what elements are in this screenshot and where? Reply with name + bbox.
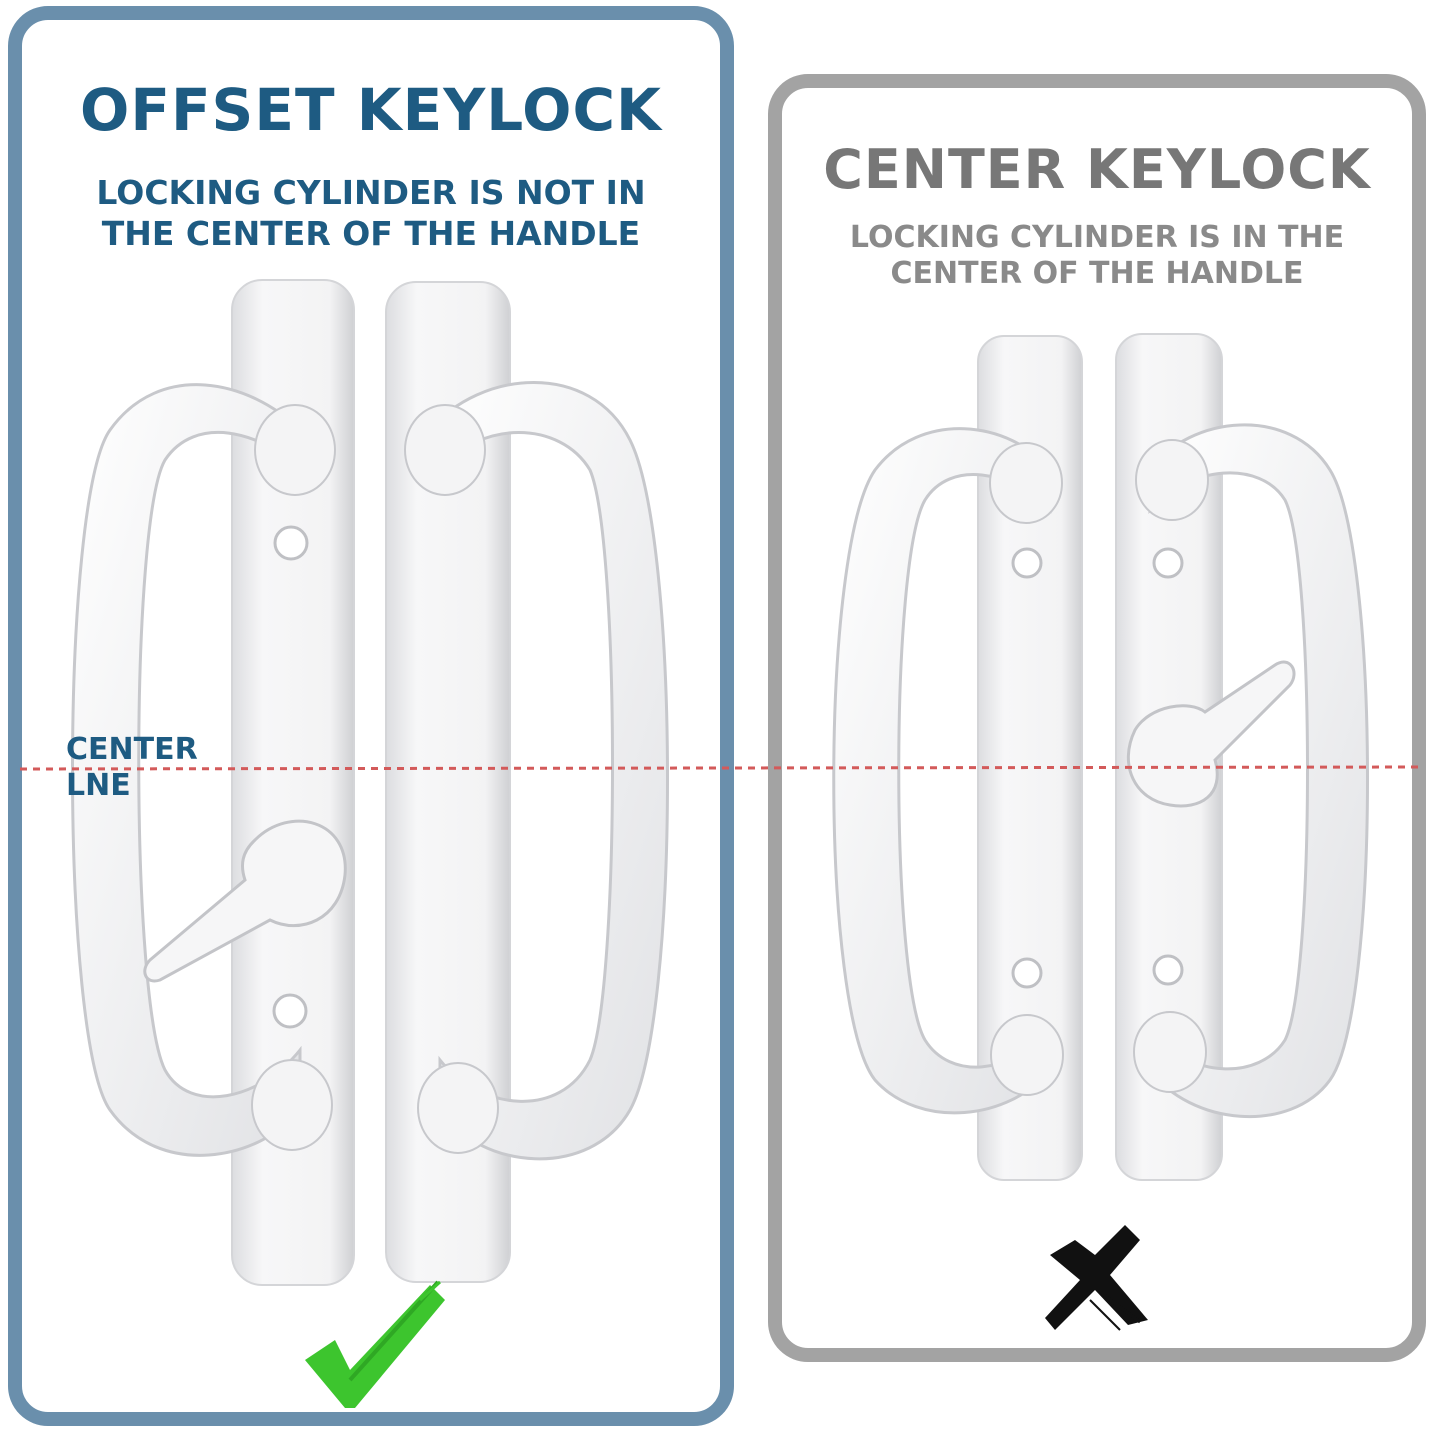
center-screw-hole-bottom-left bbox=[1011, 957, 1043, 989]
center-screw-hole-top-right bbox=[1152, 547, 1184, 579]
offset-screw-hole-bottom bbox=[272, 993, 308, 1029]
offset-handle-set bbox=[71, 279, 669, 1286]
offset-keylock-subtitle: LOCKING CYLINDER IS NOT IN THE CENTER OF… bbox=[96, 173, 646, 253]
center-keylock-title: CENTER KEYLOCK bbox=[823, 138, 1371, 201]
center-left-grip-top-cap bbox=[989, 442, 1063, 524]
center-line-label-line2: LNE bbox=[66, 768, 131, 803]
offset-right-grip-top-cap bbox=[404, 404, 486, 496]
offset-latch-lever bbox=[143, 819, 347, 983]
green-checkmark-icon bbox=[305, 1280, 445, 1408]
offset-screw-hole-top bbox=[273, 525, 309, 561]
center-handle-set bbox=[832, 333, 1369, 1181]
offset-right-grip-bottom-cap bbox=[417, 1062, 499, 1154]
offset-left-grip-top-cap bbox=[254, 404, 336, 496]
offset-right-plate bbox=[385, 281, 511, 1283]
center-line-label: CENTER LNE bbox=[66, 732, 236, 804]
center-keylock-subtitle: LOCKING CYLINDER IS IN THE CENTER OF THE… bbox=[849, 220, 1345, 291]
center-line-label-line1: CENTER bbox=[66, 732, 198, 767]
center-left-grip-bottom-cap bbox=[990, 1014, 1064, 1096]
offset-keylock-title: OFFSET KEYLOCK bbox=[80, 76, 662, 144]
offset-left-grip-bottom-cap bbox=[251, 1059, 333, 1151]
black-x-icon bbox=[1045, 1225, 1148, 1331]
center-left-plate bbox=[977, 335, 1083, 1181]
center-screw-hole-bottom-right bbox=[1152, 954, 1184, 986]
offset-left-plate bbox=[231, 279, 355, 1286]
center-latch-lever bbox=[1126, 660, 1296, 808]
center-right-grip-bottom-cap bbox=[1133, 1011, 1207, 1093]
center-screw-hole-top-left bbox=[1011, 547, 1043, 579]
center-right-grip-top-cap bbox=[1135, 439, 1209, 521]
